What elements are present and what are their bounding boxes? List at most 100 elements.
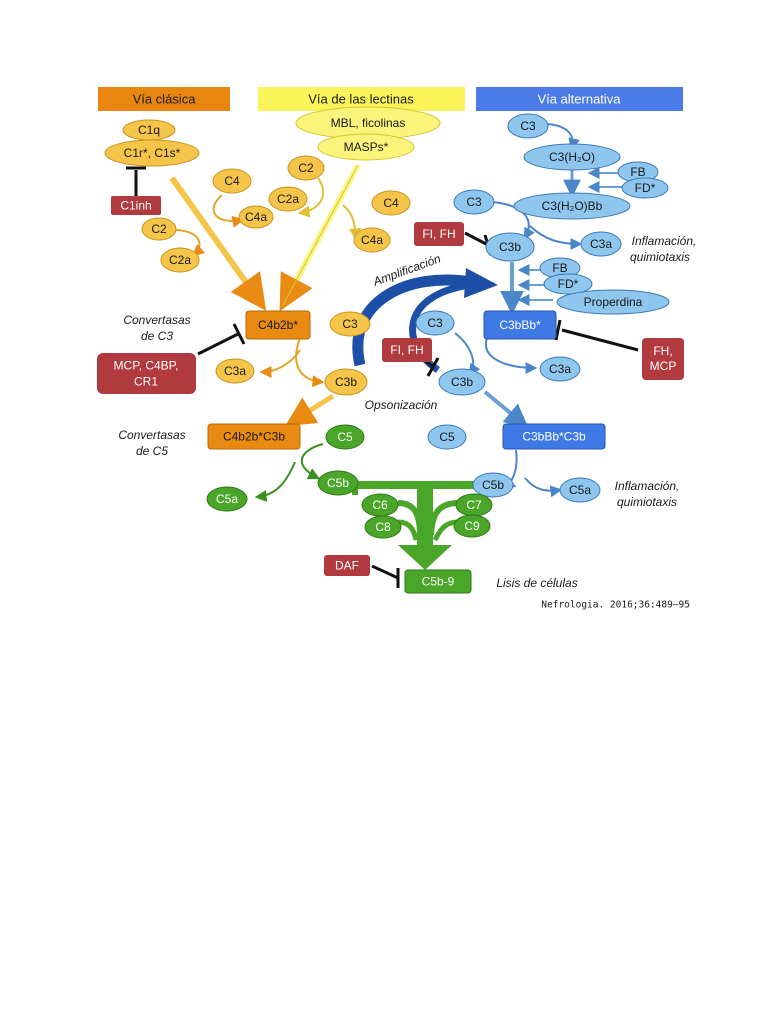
- svg-text:C5b: C5b: [482, 478, 504, 492]
- svg-text:C3bBb*: C3bBb*: [499, 318, 541, 332]
- lectin-pathway: MBL, ficolinas MASPs* C2 C2a C4 C4a: [268, 106, 441, 253]
- node-c5b-9: C5b-9: [404, 569, 472, 594]
- node-fi-fh-upper: FI, FH: [414, 222, 464, 246]
- svg-text:C3(H₂O): C3(H₂O): [549, 150, 595, 164]
- node-c2-lectin: C2: [287, 155, 325, 181]
- svg-text:MASPs*: MASPs*: [344, 140, 389, 154]
- svg-text:C1q: C1q: [138, 123, 160, 137]
- curve-c2-lectin: [297, 177, 325, 218]
- note-lisis: Lisis de células: [496, 576, 577, 590]
- note-inflamacion-1a: Inflamación,: [632, 234, 697, 248]
- node-fi-fh-lower: FI, FH: [382, 338, 432, 362]
- curve-c3-classic: [295, 337, 325, 388]
- svg-text:C3b: C3b: [451, 375, 473, 389]
- node-c8: C8: [364, 515, 402, 539]
- header-alternative-label: Vía alternativa: [537, 92, 621, 107]
- node-c2-classic: C2: [141, 217, 177, 241]
- node-c6: C6: [361, 493, 399, 517]
- svg-text:C6: C6: [372, 498, 388, 512]
- curve-c3-alt-lower: [454, 332, 481, 376]
- arrow-c3b-to-c3bbbc3b: [483, 390, 529, 429]
- node-c4a-lectin: C4a: [353, 227, 391, 253]
- svg-text:C3a: C3a: [224, 364, 246, 378]
- svg-text:C8: C8: [375, 520, 391, 534]
- curve-c3-alt: [491, 201, 535, 241]
- node-c1q: C1q: [122, 119, 176, 141]
- note-opsonizacion: Opsonización: [365, 398, 438, 412]
- note-convertasas-c3-a: Convertasas: [123, 313, 190, 327]
- node-c3-alt-mid: C3: [453, 189, 495, 215]
- node-c3b-classic: C3b: [324, 368, 368, 396]
- svg-text:C4a: C4a: [361, 233, 383, 247]
- svg-text:C3bBb*C3b: C3bBb*C3b: [522, 430, 586, 444]
- svg-text:C3b: C3b: [499, 240, 521, 254]
- note-convertasas-c5-a: Convertasas: [118, 428, 185, 442]
- connectors: [126, 123, 639, 588]
- svg-text:FB: FB: [552, 261, 567, 275]
- svg-text:C3: C3: [342, 317, 358, 331]
- alternative-pathway: C3 C3(H₂O) FB FD* C3(H₂O)Bb C3 FI, FH C: [382, 113, 684, 503]
- terminal-pathway: C6 C7 C8 C9 DAF C5b-9: [324, 493, 493, 594]
- svg-text:FI, FH: FI, FH: [422, 227, 455, 241]
- inhibit-mcp-c4bp-cr1: [197, 332, 239, 356]
- node-c4b2bc3b: C4b2b*C3b: [207, 423, 301, 450]
- node-c5-alt: C5: [427, 424, 467, 450]
- svg-text:MBL, ficolinas: MBL, ficolinas: [331, 116, 406, 130]
- svg-text:C3: C3: [427, 316, 443, 330]
- svg-text:C5b: C5b: [327, 476, 349, 490]
- svg-text:C4: C4: [383, 196, 399, 210]
- node-c3-alt-low: C3: [415, 310, 455, 336]
- inhibit-fi-fh-upper: [464, 231, 489, 247]
- curve-c5a-alt: [524, 477, 563, 498]
- curve-c2-classic: [173, 229, 206, 257]
- node-c5b-alt: C5b: [472, 472, 514, 498]
- header-classic: Vía clásica: [98, 87, 230, 111]
- arrow-c1-to-c4b2b: [169, 176, 267, 311]
- inhibit-daf: [371, 564, 399, 580]
- citation: Nefrologia. 2016;36:489–95: [541, 600, 690, 611]
- inhibit-fh-mcp: [561, 328, 639, 352]
- curve-c5a-classic: [254, 461, 296, 502]
- curve-c3a-classic: [259, 349, 301, 378]
- node-c2a-lectin: C2a: [268, 186, 308, 212]
- curve-c3a-alt: [529, 225, 583, 250]
- node-mcp-c4bp-cr1: MCP, C4BP,CR1: [97, 353, 196, 394]
- node-fd-top: FD*: [621, 177, 669, 199]
- node-fb-mid: FB: [539, 257, 581, 279]
- arrow-masps-outline: [282, 164, 359, 306]
- note-inflamacion-1b: quimiotaxis: [630, 250, 690, 264]
- curve-c4-classic: [212, 194, 245, 228]
- classic-pathway: C1q C1r*, C1s* C1inh C4 C4a C2 C2a C4b2: [97, 119, 371, 512]
- svg-text:C3: C3: [466, 195, 482, 209]
- header-alternative: Vía alternativa: [476, 87, 683, 111]
- node-daf: DAF: [324, 555, 370, 576]
- node-c4-classic: C4: [212, 168, 252, 194]
- node-c3b-alt: C3b: [485, 232, 535, 262]
- note-inflamacion-2b: quimiotaxis: [617, 495, 677, 509]
- curve-c3a-alt-lower: [484, 337, 538, 374]
- svg-text:Properdina: Properdina: [584, 295, 643, 309]
- note-inflamacion-2a: Inflamación,: [615, 479, 680, 493]
- svg-text:FD*: FD*: [635, 181, 656, 195]
- svg-text:C3a: C3a: [590, 237, 612, 251]
- header-lectin-label: Vía de las lectinas: [308, 92, 414, 107]
- note-convertasas-c5-b: de C5: [136, 444, 168, 458]
- svg-text:C4b2b*C3b: C4b2b*C3b: [223, 430, 285, 444]
- node-c1inh: C1inh: [111, 196, 161, 215]
- note-convertasas-c3-b: de C3: [141, 329, 173, 343]
- svg-text:C4b2b*: C4b2b*: [258, 318, 298, 332]
- svg-text:C5b-9: C5b-9: [422, 575, 455, 589]
- node-masps: MASPs*: [317, 133, 415, 161]
- arrow-terminal-head: [398, 545, 452, 570]
- svg-text:C2: C2: [151, 222, 167, 236]
- svg-text:C2a: C2a: [277, 192, 299, 206]
- node-c5b-classic: C5b: [317, 470, 359, 496]
- node-c3h2obb: C3(H₂O)Bb: [513, 192, 631, 220]
- node-properdina: Properdina: [556, 289, 670, 315]
- curve-c4-lectin: [342, 204, 362, 241]
- svg-text:C5a: C5a: [216, 492, 238, 506]
- node-c3a-classic: C3a: [215, 358, 255, 384]
- node-c3-classic: C3: [329, 311, 371, 337]
- node-c3-alt-top: C3: [507, 113, 549, 139]
